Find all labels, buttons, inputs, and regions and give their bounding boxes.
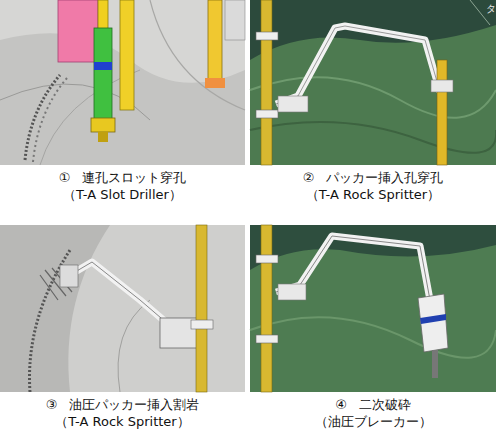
slot-drill-scene [0, 0, 245, 165]
caption-line: （T-A Rock Spritter） [0, 414, 245, 430]
caption-line: （油圧ブレーカー） [250, 414, 496, 430]
caption-text: （油圧ブレーカー） [315, 414, 432, 430]
illustration-panel: ④ 二次破砕（油圧ブレーカー） [250, 225, 496, 448]
cut-off-label: タ [486, 2, 496, 16]
step-number: ② [303, 170, 315, 186]
caption-text: パッカー挿入孔穿孔 [326, 170, 443, 186]
caption-line: ③ 油圧パッカー挿入割岩 [0, 397, 245, 413]
breaker-scene [250, 225, 496, 392]
illustration-panel: ① 連孔スロット穿孔（T-A Slot Driller） [0, 0, 245, 220]
caption-line: （T-A Rock Spritter） [250, 187, 496, 203]
caption-text: （T-A Rock Spritter） [55, 414, 189, 430]
caption-text: 連孔スロット穿孔 [82, 170, 186, 186]
caption-text: （T-A Rock Spritter） [306, 187, 440, 203]
illustration-panel: ② パッカー挿入孔穿孔（T-A Rock Spritter） [250, 0, 496, 220]
caption-text: （T-A Slot Driller） [63, 187, 182, 203]
caption-line: ② パッカー挿入孔穿孔 [250, 170, 496, 186]
caption-text: 二次破砕 [359, 397, 411, 413]
caption-line: ① 連孔スロット穿孔 [0, 170, 245, 186]
rock-split-scene [0, 225, 245, 392]
caption-line: （T-A Slot Driller） [0, 187, 245, 203]
packer-hole-scene [250, 0, 496, 165]
step-number: ④ [335, 397, 347, 413]
caption-line: ④ 二次破砕 [250, 397, 496, 413]
step-number: ③ [46, 397, 58, 413]
step-number: ① [59, 170, 71, 186]
illustration-panel: ③ 油圧パッカー挿入割岩（T-A Rock Spritter） [0, 225, 245, 448]
caption-text: 油圧パッカー挿入割岩 [69, 397, 199, 413]
